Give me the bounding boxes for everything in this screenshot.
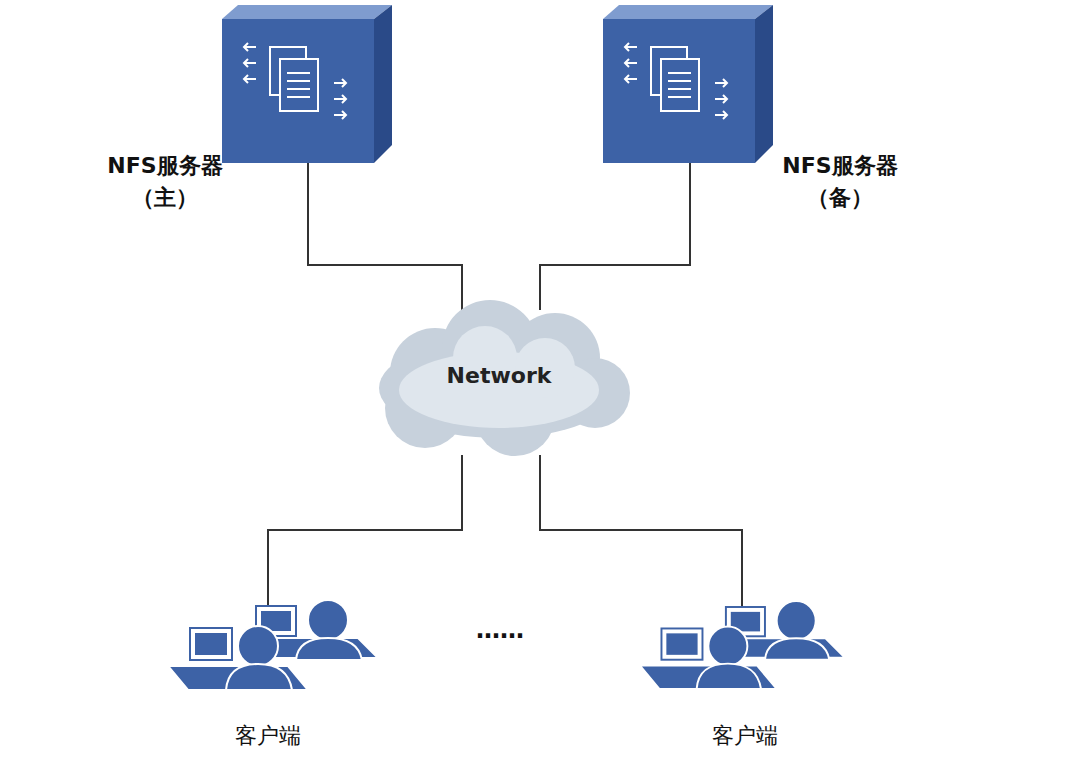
network-link — [540, 455, 742, 610]
nfs-server-icon — [222, 5, 392, 163]
nfs-server: NFS服务器 （备） — [603, 5, 773, 163]
ellipsis-label: …… — [476, 616, 524, 644]
client-group: 客户端 — [640, 598, 845, 698]
node-label: 客户端 — [208, 720, 328, 752]
client-group-icon — [168, 598, 378, 698]
node-label: NFS服务器 （备） — [775, 150, 905, 214]
network-link — [540, 160, 690, 310]
nfs-server-icon — [603, 5, 773, 163]
network-link — [308, 160, 462, 310]
node-label: Network — [447, 360, 552, 392]
network-link — [268, 455, 462, 610]
client-group-icon — [640, 598, 845, 698]
network-cloud: Network — [365, 298, 633, 458]
nfs-server: NFS服务器 （主） — [222, 5, 392, 163]
node-label: 客户端 — [685, 720, 805, 752]
node-label: NFS服务器 （主） — [100, 150, 230, 214]
client-group: 客户端 — [168, 598, 378, 698]
